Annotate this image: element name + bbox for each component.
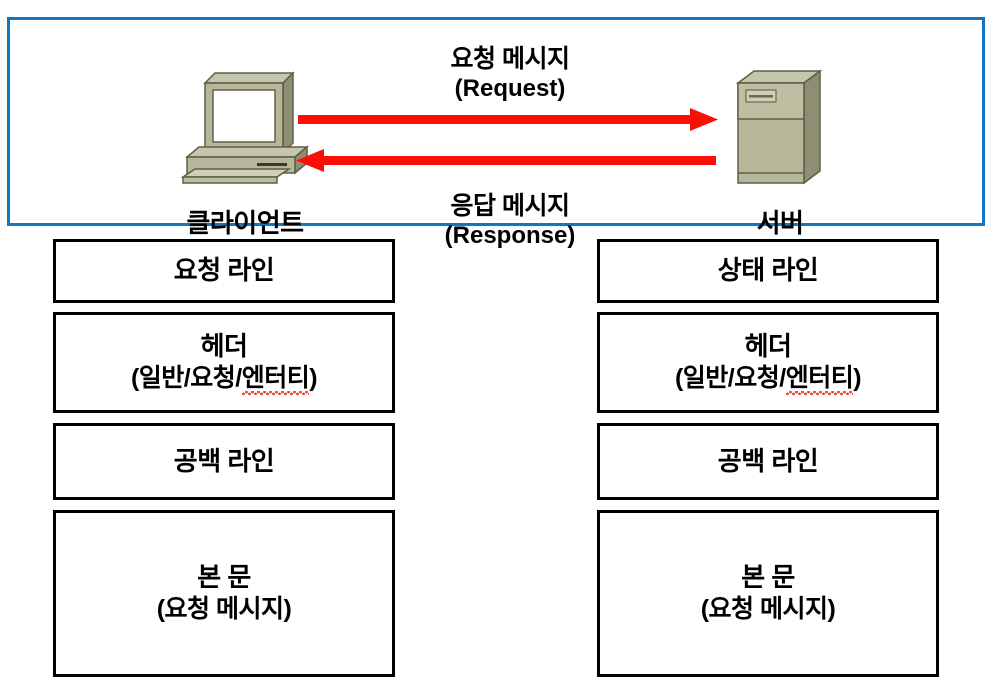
response-header-label: 헤더 <box>744 331 792 362</box>
request-header-sublabel: (일반/요청/엔터티) <box>130 363 318 395</box>
client-label: 클라이언트 <box>186 208 304 238</box>
request-header-label: 헤더 <box>200 331 248 362</box>
request-label-en: (Request) <box>454 74 566 102</box>
desktop-computer-icon <box>180 71 310 184</box>
response-header-sub-misspelled: 엔터티 <box>785 364 854 395</box>
response-blank-line-box: 공백 라인 <box>597 423 939 500</box>
response-body-box: 본 문 (요청 메시지) <box>597 510 939 677</box>
server-node: 서버 <box>700 65 860 240</box>
client-server-flow-panel: 클라이언트 서버 요청 메시지 (Request) <box>7 17 985 249</box>
server-label: 서버 <box>756 208 804 238</box>
response-message-structure: 상태 라인 헤더 (일반/요청/엔터티) 공백 라인 본 문 (요청 메시지) <box>597 239 939 677</box>
request-body-sublabel: (요청 메시지) <box>156 595 292 624</box>
response-label-ko: 응답 메시지 <box>450 192 570 220</box>
status-line-label: 상태 라인 <box>717 255 819 286</box>
arrow-left-icon <box>296 149 716 172</box>
response-body-label: 본 문 <box>741 562 795 593</box>
request-header-sub-post: ) <box>309 364 318 393</box>
request-header-sub-pre: (일반/요청/ <box>130 364 242 393</box>
response-header-sub-post: ) <box>853 364 862 393</box>
response-arrow-label: 응답 메시지 (Response) <box>300 192 720 250</box>
client-node: 클라이언트 <box>165 65 325 240</box>
response-blank-line-label: 공백 라인 <box>717 445 819 476</box>
request-header-sub-misspelled: 엔터티 <box>241 364 310 395</box>
response-label-en: (Response) <box>444 221 576 249</box>
request-header-box: 헤더 (일반/요청/엔터티) <box>53 312 395 413</box>
request-line-box: 요청 라인 <box>53 239 395 303</box>
status-line-box: 상태 라인 <box>597 239 939 303</box>
request-line-label: 요청 라인 <box>173 255 275 286</box>
response-header-box: 헤더 (일반/요청/엔터티) <box>597 312 939 413</box>
request-blank-line-box: 공백 라인 <box>53 423 395 500</box>
response-header-sub-pre: (일반/요청/ <box>674 364 786 393</box>
request-body-box: 본 문 (요청 메시지) <box>53 510 395 677</box>
server-tower-icon <box>735 69 823 185</box>
request-arrow-label: 요청 메시지 (Request) <box>300 45 720 103</box>
request-body-label: 본 문 <box>197 562 251 593</box>
request-message-structure: 요청 라인 헤더 (일반/요청/엔터티) 공백 라인 본 문 (요청 메시지) <box>53 239 395 677</box>
response-body-sublabel: (요청 메시지) <box>700 595 836 624</box>
request-label-ko: 요청 메시지 <box>450 45 570 73</box>
arrow-right-icon <box>298 108 718 131</box>
request-blank-line-label: 공백 라인 <box>173 445 275 476</box>
response-header-sublabel: (일반/요청/엔터티) <box>674 363 862 395</box>
